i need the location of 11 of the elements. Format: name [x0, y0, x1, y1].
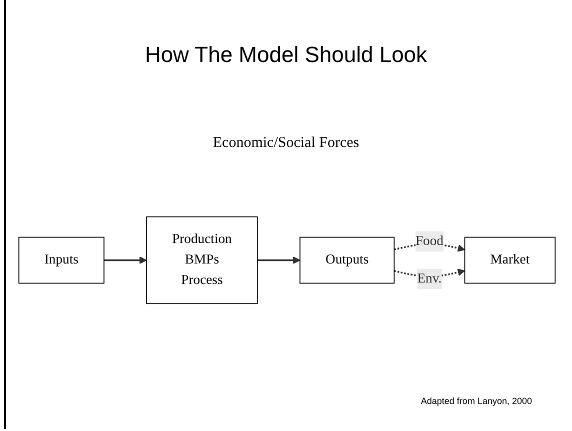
arrow — [104, 256, 147, 264]
node-box: Inputs — [18, 236, 104, 284]
diagram-title: How The Model Should Look — [144, 42, 428, 68]
forces-label: Economic/Social Forces — [212, 135, 360, 152]
arrow — [257, 256, 300, 264]
source-caption: Adapted from Lanyon, 2000 — [420, 396, 532, 406]
node-box: Production BMPs Process — [146, 216, 258, 304]
node-box: Outputs — [300, 236, 395, 284]
edge-label: Food — [415, 234, 444, 248]
edge-label: Env. — [417, 271, 442, 286]
node-box: Market — [464, 236, 556, 284]
